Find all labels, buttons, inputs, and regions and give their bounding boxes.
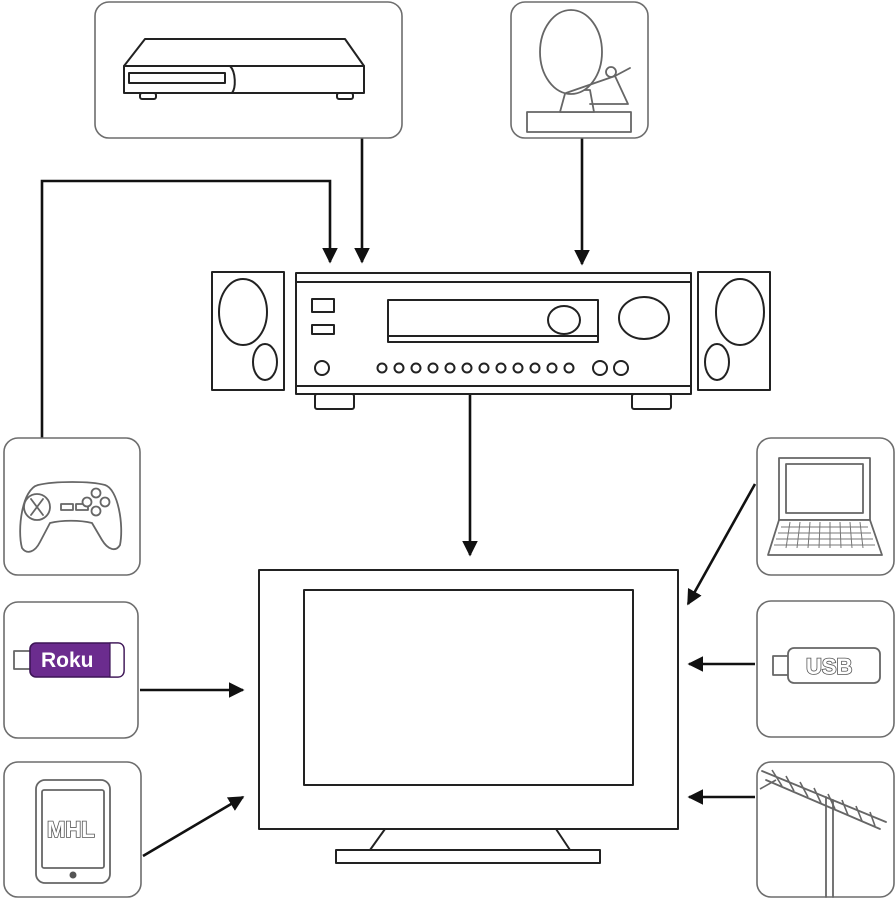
speaker-icon	[211, 271, 285, 391]
roku-stick-icon: Roku	[13, 642, 125, 678]
usb-label: USB	[806, 654, 852, 679]
laptop-box	[756, 437, 895, 576]
mhl-label: MHL	[47, 817, 95, 842]
speaker-right	[697, 271, 771, 391]
roku-box: Roku	[3, 601, 139, 739]
satellite-box	[510, 1, 649, 139]
laptop-keyboard	[774, 521, 875, 549]
wire-game-to-receiver	[40, 179, 338, 438]
television	[258, 569, 679, 864]
antenna-box	[756, 761, 895, 898]
dvd-player-icon	[123, 38, 365, 100]
laptop-icon	[767, 457, 883, 556]
roku-label: Roku	[41, 649, 94, 672]
dvd-player-box	[94, 1, 403, 139]
usb-box: USB	[756, 600, 895, 738]
wire-mhl-to-tv	[142, 795, 245, 858]
connection-wires	[40, 138, 757, 858]
tv-antenna-icon	[759, 769, 887, 898]
usb-drive-icon: USB	[772, 647, 881, 684]
av-receiver-icon	[295, 272, 692, 410]
television-icon	[258, 569, 679, 864]
game-controller-icon	[19, 481, 123, 553]
mhl-box: MHL	[3, 761, 142, 898]
speaker-left	[211, 271, 285, 391]
mhl-tablet-icon: MHL	[35, 779, 111, 884]
wire-laptop-to-tv	[686, 483, 757, 606]
game-controller-box	[3, 437, 141, 576]
av-receiver	[295, 272, 692, 410]
satellite-dish-icon	[526, 9, 632, 133]
speaker-icon	[697, 271, 771, 391]
